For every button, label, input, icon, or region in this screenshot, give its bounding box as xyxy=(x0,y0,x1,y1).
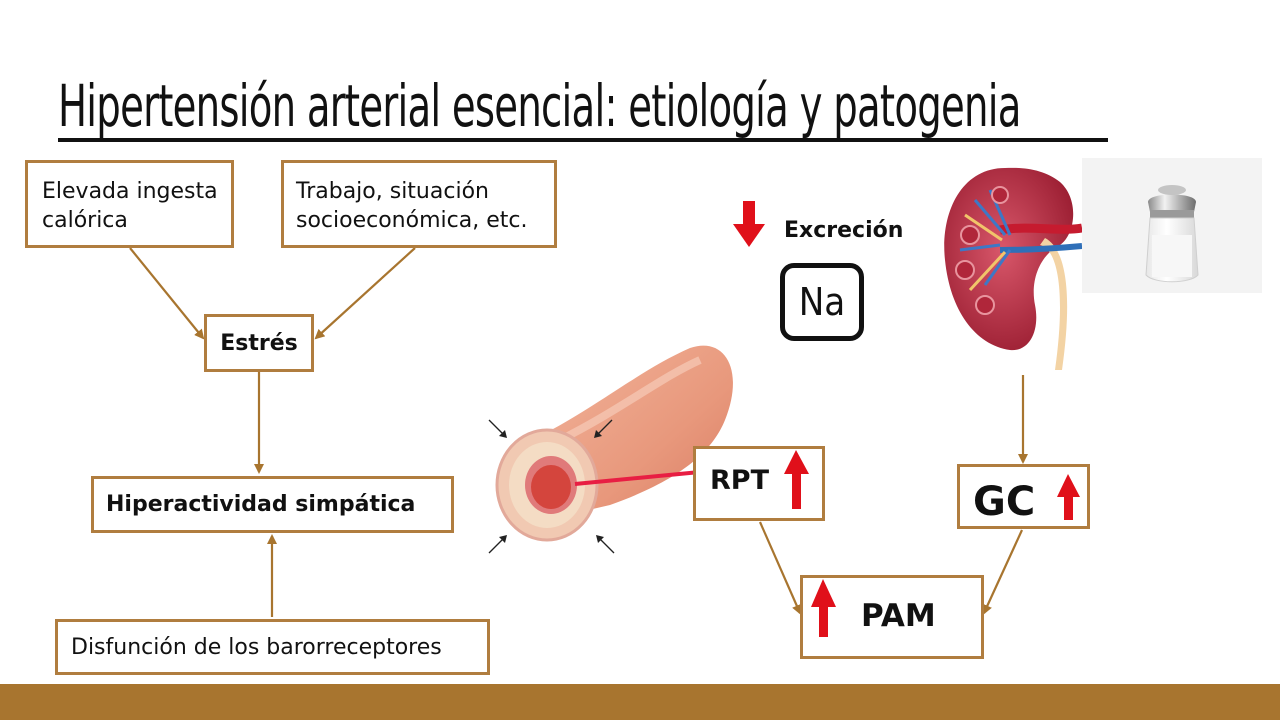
kidney-illustration xyxy=(944,167,1083,370)
sodium-symbol: Na xyxy=(780,263,864,341)
box-text: PAM xyxy=(861,598,936,634)
box-elevada-ingesta: Elevada ingesta calórica xyxy=(25,160,234,248)
footer-bar xyxy=(0,684,1280,720)
artery-illustration xyxy=(488,345,733,554)
box-text: Elevada ingesta xyxy=(42,179,218,204)
title-underline xyxy=(58,138,1108,142)
box-rpt: RPT xyxy=(693,446,825,521)
arrow-gc-to-pam xyxy=(982,529,1024,615)
salt-shaker-photo xyxy=(1082,158,1262,293)
box-text: Hiperactividad simpática xyxy=(106,492,416,517)
box-text: Disfunción de los barorreceptores xyxy=(71,634,442,660)
box-hiperactividad-simpatica: Hiperactividad simpática xyxy=(91,476,454,533)
box-disfuncion-barorreceptores: Disfunción de los barorreceptores xyxy=(55,619,490,675)
box-gc: GC xyxy=(957,464,1090,529)
box-text: GC xyxy=(973,479,1036,525)
excrecion-label: Excreción xyxy=(784,218,904,243)
box-text: socioeconómica, etc. xyxy=(296,208,528,233)
slide-title: Hipertensión arterial esencial: etiologí… xyxy=(58,72,1021,140)
arrow-trabajo-to-estres xyxy=(314,247,416,340)
down-arrow-icon xyxy=(733,201,765,247)
box-estres: Estrés xyxy=(204,314,314,372)
box-pam: PAM xyxy=(800,575,984,659)
box-text: Trabajo, situación xyxy=(296,179,489,204)
arrow-rpt-to-pam xyxy=(758,521,802,615)
box-trabajo: Trabajo, situación socioeconómica, etc. xyxy=(281,160,557,248)
box-text: calórica xyxy=(42,208,128,233)
box-text: RPT xyxy=(710,465,769,496)
arrow-ingesta-to-estres xyxy=(129,247,205,340)
box-text: Estrés xyxy=(220,330,298,356)
